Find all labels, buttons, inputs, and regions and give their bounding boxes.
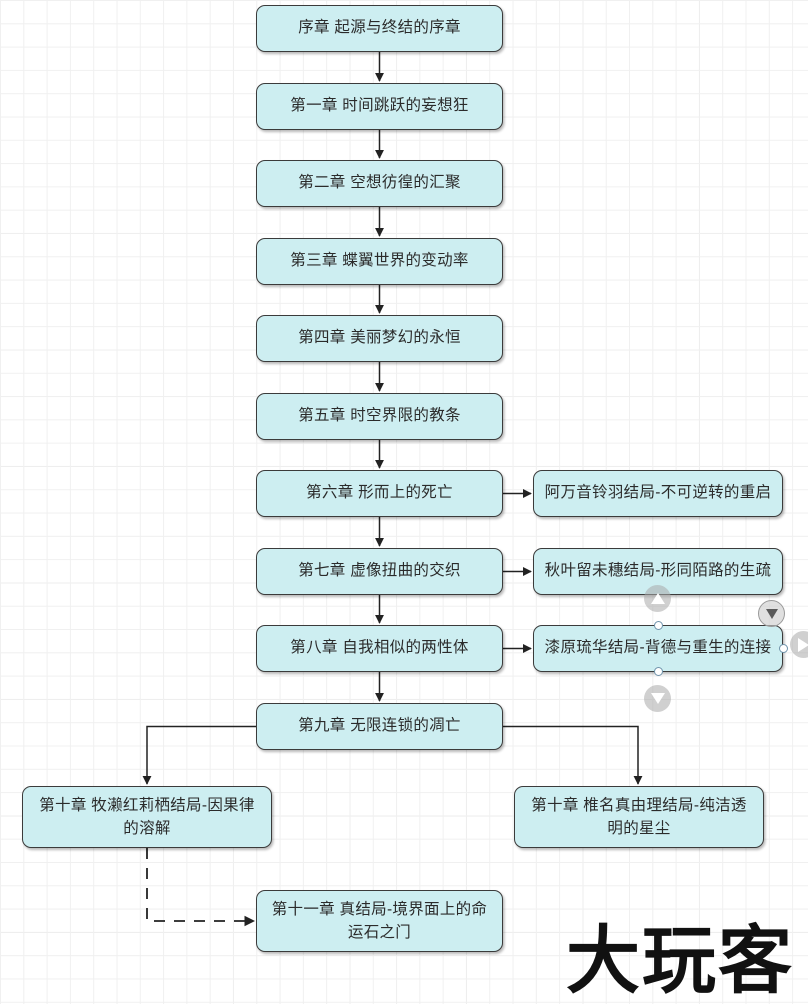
selection-handle-right[interactable] xyxy=(779,644,788,653)
node-prologue[interactable]: 序章 起源与终结的序章 xyxy=(256,5,503,52)
add-node-up-button[interactable] xyxy=(644,585,671,612)
selection-handle-bottom[interactable] xyxy=(654,667,663,676)
node-ending-makise-kurisu[interactable]: 第十章 牧濑红莉栖结局-因果律 的溶解 xyxy=(22,786,272,848)
node-chapter-5[interactable]: 第五章 时空界限的教条 xyxy=(256,393,503,440)
triangle-right-icon xyxy=(798,637,808,652)
edge-chapter9-to-ending-makise xyxy=(142,725,256,785)
node-chapter-8[interactable]: 第八章 自我相似的两性体 xyxy=(256,625,503,672)
node-ending-shiina-mayuri[interactable]: 第十章 椎名真由理结局-纯洁透 明的星尘 xyxy=(514,786,764,848)
triangle-down-outline-icon xyxy=(765,608,778,619)
node-chapter-9[interactable]: 第九章 无限连锁的凋亡 xyxy=(256,703,503,750)
node-ending-amane-suzuha[interactable]: 阿万音铃羽结局-不可逆转的重启 xyxy=(533,470,783,517)
node-chapter-6[interactable]: 第六章 形而上的死亡 xyxy=(256,470,503,517)
triangle-down-icon xyxy=(650,693,665,704)
node-chapter-2[interactable]: 第二章 空想彷徨的汇聚 xyxy=(256,160,503,207)
node-chapter-1[interactable]: 第一章 时间跳跃的妄想狂 xyxy=(256,83,503,130)
edge-chapter9-to-ending-shiina xyxy=(503,725,643,785)
node-chapter-3[interactable]: 第三章 蝶翼世界的变动率 xyxy=(256,238,503,285)
edge-ending-makise-to-true-ending xyxy=(146,848,256,927)
watermark-text: 大玩客 xyxy=(566,918,794,1004)
add-node-right-button[interactable] xyxy=(790,631,808,658)
collapse-down-button[interactable] xyxy=(758,600,785,627)
node-chapter-7[interactable]: 第七章 虚像扭曲的交织 xyxy=(256,548,503,595)
node-chapter-11-true-ending[interactable]: 第十一章 真结局-境界面上的命 运石之门 xyxy=(256,890,503,952)
add-node-down-button[interactable] xyxy=(644,685,671,712)
selection-handle-top[interactable] xyxy=(654,621,663,630)
node-chapter-4[interactable]: 第四章 美丽梦幻的永恒 xyxy=(256,315,503,362)
triangle-up-icon xyxy=(650,593,665,604)
node-ending-urushibara-ruka[interactable]: 漆原琉华结局-背德与重生的连接 xyxy=(533,625,783,672)
